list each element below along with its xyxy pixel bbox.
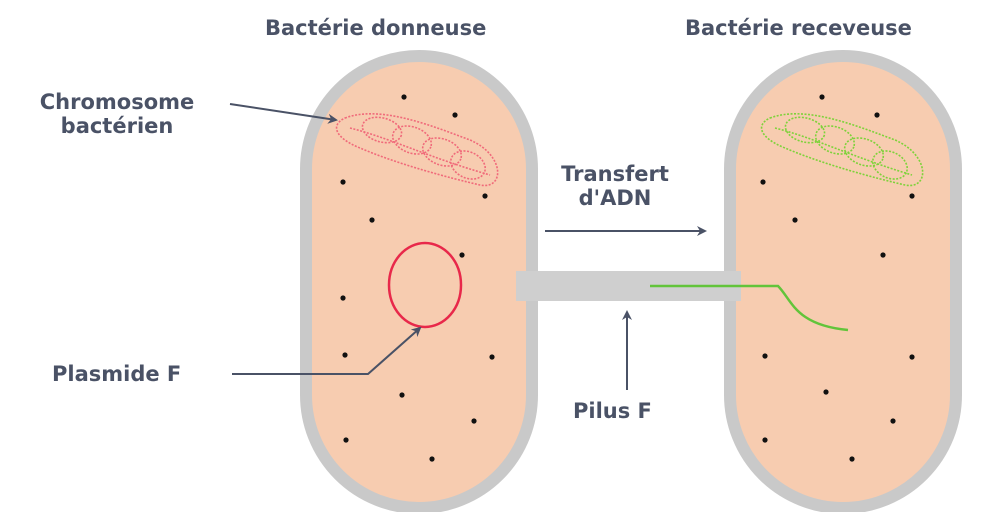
chromosome-label-line2: bactérien [12,114,222,138]
plasmid-label: Plasmide F [52,362,181,386]
transfer-label-line2: d'ADN [540,186,690,210]
transfer-label-line1: Transfert [540,162,690,186]
recipient-title: Bactérie receveuse [685,16,912,40]
chromosome-label: Chromosome bactérien [12,90,222,138]
chromosome-label-line1: Chromosome [12,90,222,114]
donor-title: Bactérie donneuse [265,16,486,40]
transfer-label: Transfert d'ADN [540,162,690,210]
pilus-label: Pilus F [573,399,652,423]
donor-cell [306,56,532,508]
